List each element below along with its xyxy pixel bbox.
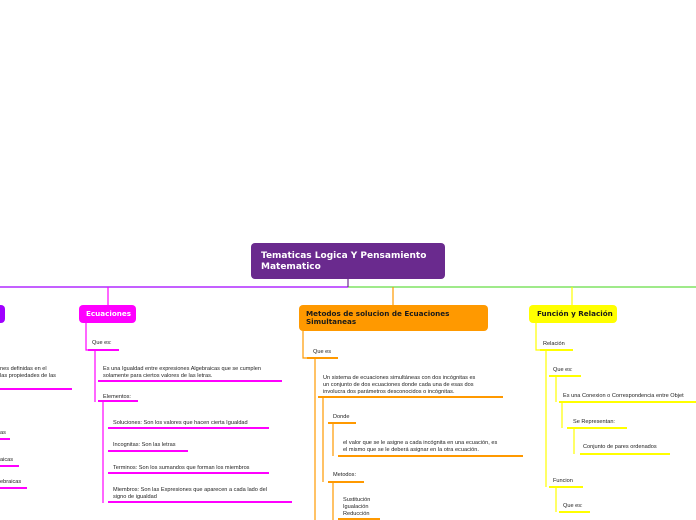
left-def-line2: las propiedades de las — [0, 373, 56, 379]
ecuaciones-que-es[interactable]: Que es: — [92, 340, 112, 346]
funcion-se-representan[interactable]: Se Representan: — [573, 419, 615, 425]
left-def-line1: nes definidas en el — [0, 366, 47, 372]
ecuaciones-soluciones[interactable]: Soluciones: Son los valores que hacen ci… — [113, 420, 248, 426]
ecuaciones-elementos[interactable]: Elementos: — [103, 394, 131, 400]
metodos-que-es[interactable]: Que es — [313, 349, 332, 355]
topic-metodos-label-line2: Simultaneas — [306, 317, 357, 326]
metodos-list-line3: Reducción — [343, 511, 370, 517]
ecuaciones-def-line1[interactable]: Es una Igualdad entre expresiones Algebr… — [103, 366, 261, 372]
left-item-1: as — [0, 430, 6, 436]
ecuaciones-def-line2: solamente para ciertos valores de las le… — [103, 373, 213, 379]
metodos-list-line2: Igualación — [343, 504, 369, 510]
topic-ecuaciones[interactable]: Ecuaciones — [79, 305, 136, 323]
metodos-def-line3: involucra dos parámetros desconocidos o … — [323, 389, 455, 395]
metodos-def-line2: un conjunto de dos ecuaciones donde cada… — [323, 382, 474, 388]
metodos-def-line1[interactable]: Un sistema de ecuaciones simultáneas con… — [323, 375, 476, 381]
root-topic[interactable]: Tematicas Logica Y Pensamiento Matematic… — [251, 243, 445, 279]
topic-ecuaciones-label: Ecuaciones — [86, 309, 132, 318]
root-title-line2: Matematico — [261, 262, 321, 272]
left-item-2: aicas — [0, 457, 14, 463]
topic-funcion-label: Función y Relación — [537, 309, 613, 318]
funcion-relacion-que-es[interactable]: Que es: — [553, 367, 573, 373]
funcion-funcion[interactable]: Funcion — [553, 478, 573, 484]
ecuaciones-miembros-line1[interactable]: Miembros: Son las Expresiones que aparec… — [113, 487, 267, 493]
topic-funcion-relacion[interactable]: Función y Relación — [529, 305, 617, 323]
ecuaciones-terminos[interactable]: Terminos: Son los sumandos que forman lo… — [113, 465, 250, 471]
metodos-donde[interactable]: Donde — [333, 414, 350, 420]
topic-left-cutoff[interactable] — [0, 305, 5, 323]
topic-metodos-label-line1: Metodos de solucion de Ecuaciones — [306, 309, 450, 318]
ecuaciones-miembros-line2: signo de igualdad — [113, 494, 157, 500]
ecuaciones-incognitas[interactable]: Incognitas: Son las letras — [113, 442, 176, 448]
funcion-relacion-def[interactable]: Es una Conexion o Correspondencia entre … — [563, 393, 684, 399]
metodos-donde-line2: el mismo que se le deberá asignar en la … — [343, 447, 479, 453]
metodos-donde-line1[interactable]: el valor que se le asigne a cada incógni… — [343, 440, 498, 446]
metodos-metodos[interactable]: Metodos: — [333, 472, 357, 478]
metodos-list-line1[interactable]: Sustitución — [343, 497, 371, 503]
root-title-line1: Tematicas Logica Y Pensamiento — [261, 251, 427, 261]
funcion-relacion[interactable]: Relación — [543, 341, 565, 347]
left-item-3: ebraicas — [0, 479, 22, 485]
funcion-funcion-que-es[interactable]: Que es: — [563, 503, 583, 509]
topic-metodos[interactable]: Metodos de solucion de Ecuaciones Simult… — [299, 305, 488, 331]
funcion-conjunto[interactable]: Conjunto de pares ordenados — [583, 444, 657, 450]
